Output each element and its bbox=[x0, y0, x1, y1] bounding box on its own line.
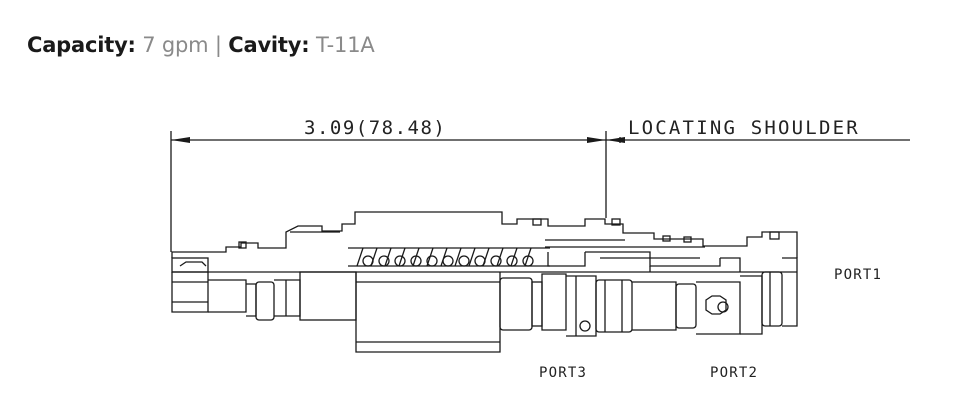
spring-coil bbox=[348, 247, 550, 267]
locating-shoulder-label: LOCATING SHOULDER bbox=[628, 117, 860, 139]
capacity-label: Capacity: bbox=[27, 33, 136, 57]
cavity-label: Cavity: bbox=[228, 33, 310, 57]
valve-spool bbox=[566, 257, 798, 337]
sleeve-details bbox=[547, 251, 741, 272]
port3-label: PORT3 bbox=[539, 365, 587, 381]
port1-label: PORT1 bbox=[834, 267, 882, 283]
dimension-label: 3.09(78.48) bbox=[304, 117, 446, 139]
spec-summary: Capacity: 7 gpm | Cavity: T-11A bbox=[27, 31, 375, 59]
valve-hex-body bbox=[299, 271, 567, 353]
port2-label: PORT2 bbox=[710, 365, 758, 381]
dimension-line bbox=[170, 131, 910, 252]
adjuster-end bbox=[171, 257, 301, 321]
spec-separator: | bbox=[214, 33, 222, 57]
cavity-value: T-11A bbox=[315, 33, 375, 57]
valve-upper-body bbox=[171, 211, 798, 258]
capacity-value: 7 gpm bbox=[142, 33, 209, 57]
